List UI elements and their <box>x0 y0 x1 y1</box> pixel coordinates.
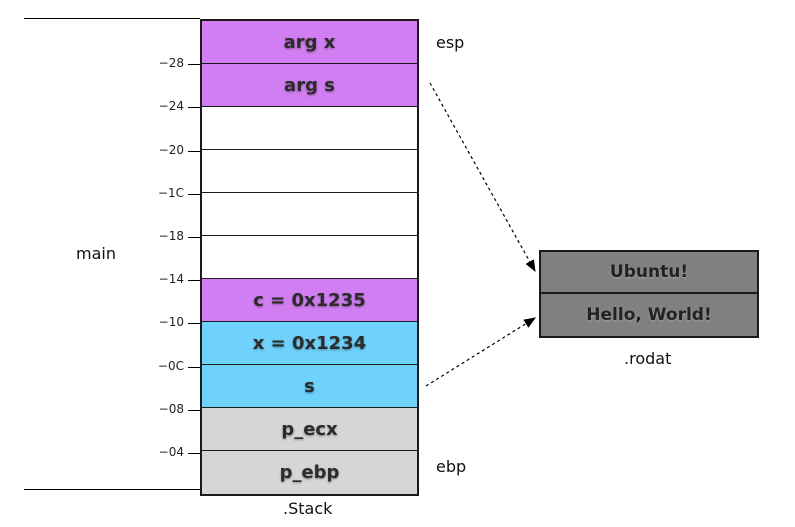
offset-label: −1C <box>157 185 184 200</box>
bottom-rule <box>24 489 200 490</box>
offset-label: −08 <box>158 401 184 416</box>
stack-cell <box>202 193 417 236</box>
register-esp: esp <box>436 33 465 52</box>
offset-tick <box>188 409 200 411</box>
rodata-section: Ubuntu!Hello, World! <box>539 250 759 338</box>
rodata-cell: Hello, World! <box>541 294 757 336</box>
stack-cell: arg x <box>202 21 417 64</box>
offset-label: −0C <box>157 358 184 373</box>
offset-tick <box>188 453 200 454</box>
offset-label: −18 <box>158 229 184 243</box>
offset-tick <box>188 64 200 66</box>
frame-label-main: main <box>76 244 116 263</box>
stack-cell <box>202 150 417 193</box>
offset-tick <box>188 366 200 368</box>
stack-cell: s <box>202 365 417 408</box>
register-ebp: ebp <box>436 457 467 476</box>
stack-cell <box>202 236 417 279</box>
offset-label: −14 <box>158 272 184 287</box>
stack-cell: p_ecx <box>202 408 417 451</box>
stack-cell: x = 0x1234 <box>202 322 417 365</box>
offset-tick <box>188 323 200 325</box>
offset-label: −28 <box>158 56 184 71</box>
offset-tick <box>188 150 200 152</box>
stack-cell: p_ebp <box>202 451 417 494</box>
offset-label: −04 <box>158 445 184 459</box>
offset-label: −20 <box>158 142 184 157</box>
stack-cell: c = 0x1235 <box>202 279 417 322</box>
rodata-cell: Ubuntu! <box>541 252 757 294</box>
stack-title: .Stack <box>283 499 333 518</box>
offset-tick <box>188 237 200 238</box>
stack-cell: arg s <box>202 64 417 107</box>
arrow-arg-s-to-ubuntu <box>429 82 536 273</box>
offset-label: −24 <box>158 99 184 114</box>
offset-label: −10 <box>158 315 184 330</box>
offset-tick <box>188 193 200 195</box>
offset-tick <box>188 107 200 109</box>
arrow-s-to-hello-world <box>425 317 537 387</box>
offset-tick <box>188 280 200 282</box>
top-rule <box>24 18 200 19</box>
stack-cell <box>202 107 417 150</box>
rodata-title: .rodat <box>624 349 672 368</box>
